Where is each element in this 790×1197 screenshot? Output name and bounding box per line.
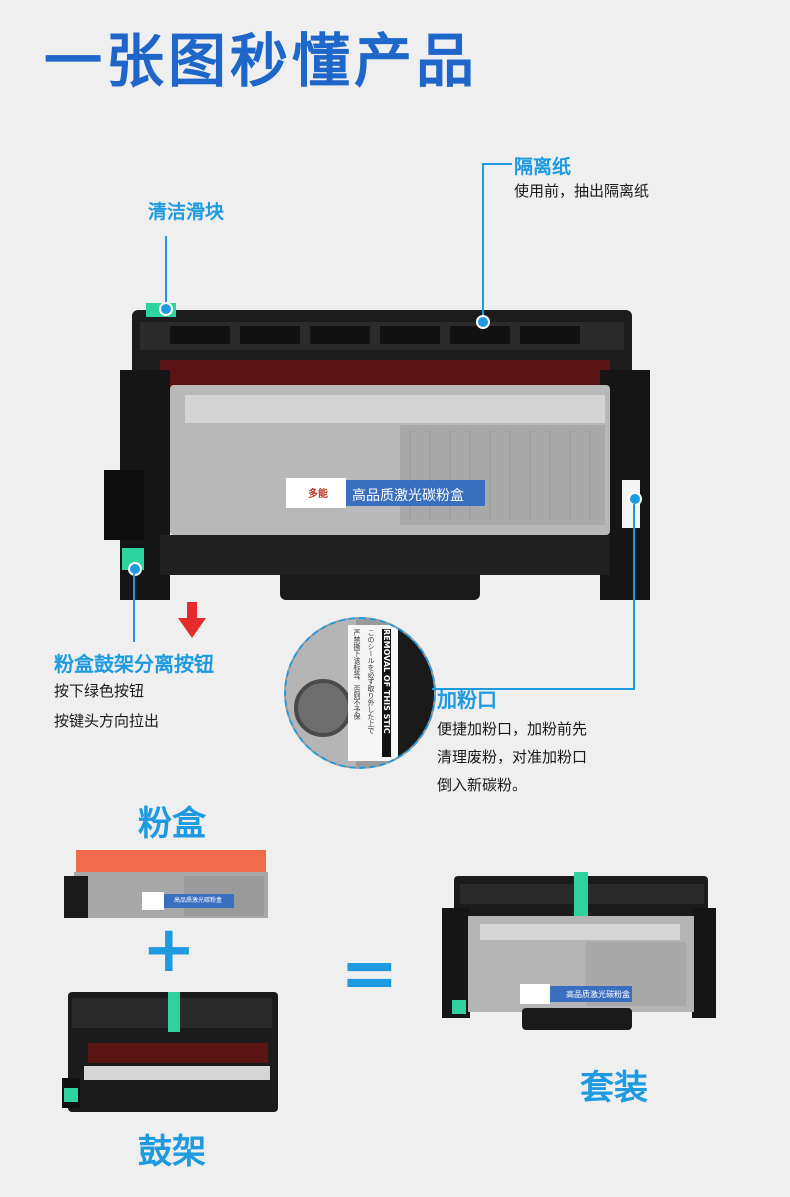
set-small-label: 高品质激光碳粉盒 xyxy=(566,990,630,999)
drum-illustration xyxy=(62,992,278,1112)
cleaning-slider-marker xyxy=(159,302,173,316)
separator-button-marker xyxy=(128,562,142,576)
cartridge-brand-logo: 多能 xyxy=(308,489,328,500)
sticker-line-3: 严禁撕下该标签，否则不予保 xyxy=(353,629,361,720)
separator-button-title: 粉盒鼓架分离按钮 xyxy=(54,652,214,676)
fill-port-line-2: 清理废粉，对准加粉口 xyxy=(437,748,588,766)
set-label: 套装 xyxy=(580,1068,648,1108)
sticker-line-2: このシールを必ず取り外した上で xyxy=(367,629,375,734)
fill-port-line-3: 倒入新碳粉。 xyxy=(437,776,528,794)
page-title: 一张图秒懂产品 xyxy=(44,27,479,95)
toner-small-label: 高品质激光碳粉盒 xyxy=(174,897,223,904)
drum-label: 鼓架 xyxy=(138,1132,206,1172)
zoom-port-cap xyxy=(294,679,352,737)
fill-port-title: 加粉口 xyxy=(437,688,497,712)
equals-sign: = xyxy=(340,932,399,1014)
separator-button-leader xyxy=(133,574,135,642)
cleaning-slider-title: 清洁滑块 xyxy=(148,201,225,223)
fill-port-marker xyxy=(628,492,642,506)
cartridge-label: 高品质激光碳粉盒 xyxy=(352,488,464,504)
separator-paper-marker xyxy=(476,315,490,329)
separator-paper-leader-v xyxy=(482,163,484,315)
separator-button-line-1: 按下绿色按钮 xyxy=(54,682,145,700)
fill-port-leader-h xyxy=(432,688,635,690)
fill-port-sticker: REMOVAL OF THIS STIC このシールを必ず取り外した上で 严禁撕… xyxy=(348,625,398,761)
fill-port-line-1: 便捷加粉口，加粉前先 xyxy=(437,720,588,738)
cleaning-slider-leader-line xyxy=(165,236,167,308)
sticker-line-1: REMOVAL OF THIS STIC xyxy=(382,629,391,757)
fill-port-zoom-circle: REMOVAL OF THIS STIC このシールを必ず取り外した上で 严禁撕… xyxy=(284,617,436,769)
separator-paper-leader-h xyxy=(482,163,512,165)
toner-set-illustration xyxy=(442,872,716,1030)
drum-unit-illustration xyxy=(104,303,650,600)
separator-paper-desc: 使用前，抽出隔离纸 xyxy=(514,182,650,200)
plus-sign: + xyxy=(142,913,196,987)
separator-button-line-2: 按键头方向拉出 xyxy=(54,712,160,730)
separator-paper-title: 隔离纸 xyxy=(514,156,572,178)
zoom-black-frame xyxy=(396,619,434,767)
red-down-arrow-icon xyxy=(178,602,206,638)
fill-port-leader-v xyxy=(633,504,635,688)
toner-cartridge-illustration xyxy=(64,850,268,918)
toner-label: 粉盒 xyxy=(138,804,206,844)
